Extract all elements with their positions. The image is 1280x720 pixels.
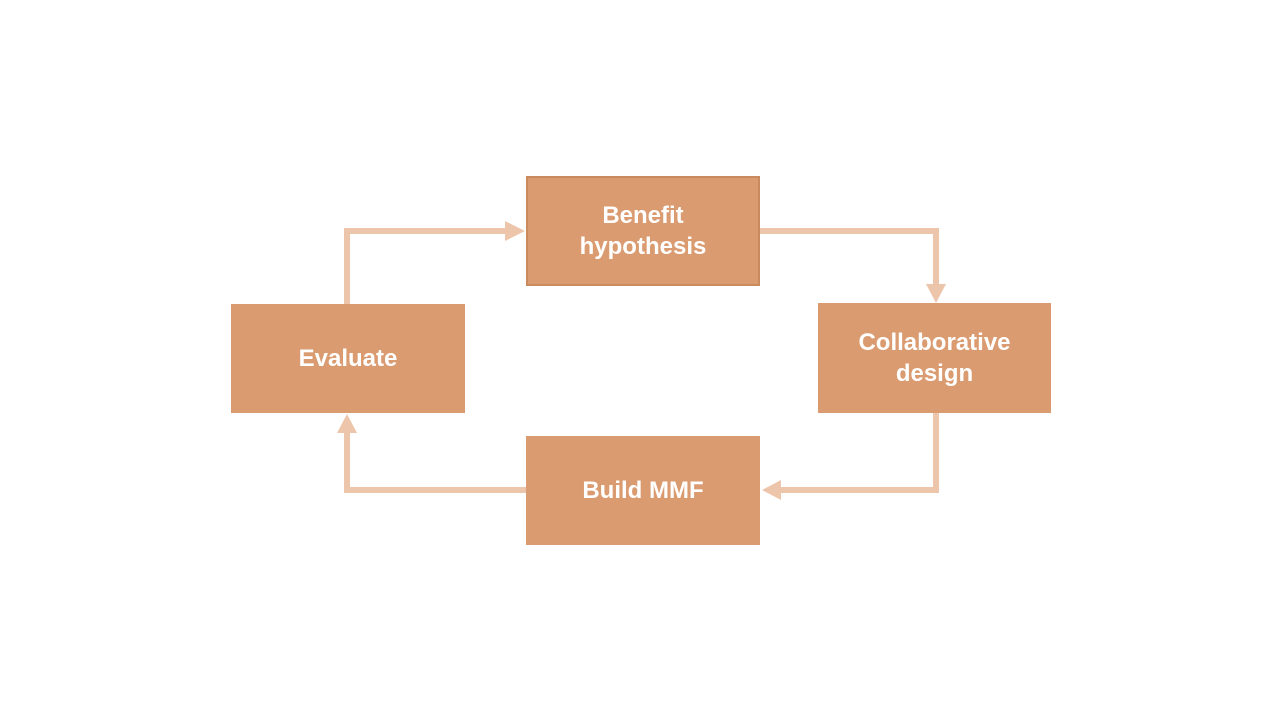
step-label: Build MMF bbox=[582, 477, 704, 504]
step-evaluate: Evaluate bbox=[231, 304, 465, 413]
arrowhead-right-icon bbox=[505, 221, 525, 241]
step-label: Collaborative design bbox=[858, 329, 1011, 387]
step-benefit-hypothesis: Benefit hypothesis bbox=[526, 176, 760, 286]
arrow-design-to-build bbox=[780, 413, 939, 493]
step-label: Evaluate bbox=[298, 345, 398, 372]
arrow-evaluate-to-benefit bbox=[344, 228, 506, 304]
step-label: Benefit hypothesis bbox=[579, 202, 707, 260]
step-collaborative-design: Collaborative design bbox=[818, 303, 1051, 413]
arrow-build-to-evaluate bbox=[344, 432, 526, 493]
arrowhead-left-icon bbox=[762, 480, 781, 500]
step-build-mmf: Build MMF bbox=[526, 436, 760, 545]
arrowhead-up-icon bbox=[337, 414, 357, 433]
arrowhead-down-icon bbox=[926, 284, 946, 303]
arrow-benefit-to-design bbox=[760, 228, 939, 286]
